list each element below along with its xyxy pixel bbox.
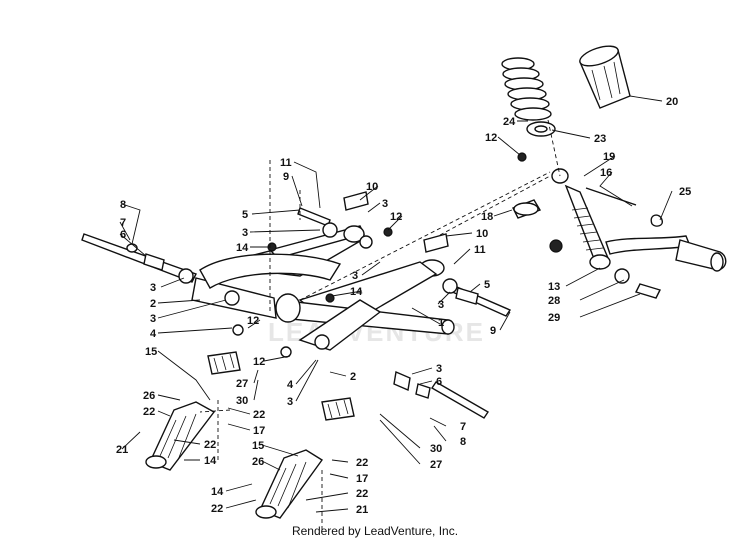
callout-3: 3	[352, 270, 358, 282]
callout-8: 8	[460, 436, 466, 448]
callout-10: 10	[366, 181, 378, 193]
callout-5: 5	[242, 209, 248, 221]
callout-2: 2	[350, 371, 356, 383]
callout-7: 7	[460, 421, 466, 433]
callout-9: 9	[490, 325, 496, 337]
callout-2: 2	[150, 298, 156, 310]
callout-26: 26	[143, 390, 155, 402]
callout-3: 3	[438, 299, 444, 311]
callout-1: 1	[438, 317, 444, 329]
callout-11: 11	[474, 244, 486, 256]
callout-15: 15	[252, 440, 264, 452]
callout-3: 3	[287, 396, 293, 408]
callout-12: 12	[247, 315, 259, 327]
callout-8: 8	[120, 199, 126, 211]
callout-12: 12	[390, 211, 402, 223]
callout-27: 27	[430, 459, 442, 471]
callout-6: 6	[120, 229, 126, 241]
callout-25: 25	[679, 186, 691, 198]
pivot-brackets	[343, 191, 449, 253]
callout-3: 3	[242, 227, 248, 239]
callout-27: 27	[236, 378, 248, 390]
callout-22: 22	[204, 439, 216, 451]
callout-14: 14	[211, 486, 224, 498]
spring-retainer	[526, 121, 556, 137]
bushings-and-spacers	[126, 222, 479, 399]
footrest-right	[255, 397, 355, 519]
callout-3: 3	[150, 282, 156, 294]
callout-12: 12	[485, 132, 497, 144]
callout-23: 23	[594, 133, 606, 145]
shock-body	[549, 168, 727, 299]
callout-5: 5	[484, 279, 490, 291]
callout-28: 28	[548, 295, 560, 307]
callout-30: 30	[430, 443, 442, 455]
leader-lines	[119, 95, 673, 513]
callout-29: 29	[548, 312, 560, 324]
assembly-line-shock	[199, 119, 561, 413]
callout-18: 18	[481, 211, 493, 223]
callout-22: 22	[356, 488, 368, 500]
callout-11: 11	[280, 157, 292, 169]
callout-22: 22	[253, 409, 265, 421]
callout-16: 16	[600, 167, 612, 179]
callout-13: 13	[548, 281, 560, 293]
callout-22: 22	[143, 406, 155, 418]
render-credit: Rendered by LeadVenture, Inc.	[291, 524, 459, 538]
callout-9: 9	[283, 171, 289, 183]
callout-14: 14	[204, 455, 217, 467]
callout-3: 3	[150, 313, 156, 325]
callout-24: 24	[503, 116, 516, 128]
callout-17: 17	[356, 473, 368, 485]
dust-boot	[579, 45, 631, 109]
callout-14: 14	[236, 242, 249, 254]
callout-22: 22	[211, 503, 223, 515]
callout-10: 10	[476, 228, 488, 240]
callout-21: 21	[356, 504, 368, 516]
callout-26: 26	[252, 456, 264, 468]
callout-20: 20	[666, 96, 678, 108]
callout-15: 15	[145, 346, 157, 358]
callout-12: 12	[253, 356, 265, 368]
callout-17: 17	[253, 425, 265, 437]
callout-7: 7	[120, 217, 126, 229]
callout-21: 21	[116, 444, 128, 456]
callout-4: 4	[287, 379, 294, 391]
spring-coil	[501, 57, 552, 121]
callout-3: 3	[382, 198, 388, 210]
callout-30: 30	[236, 395, 248, 407]
shock-hardware	[512, 152, 664, 227]
footrest-left	[145, 351, 241, 471]
callout-3: 3	[436, 363, 442, 375]
callout-19: 19	[603, 151, 615, 163]
callout-22: 22	[356, 457, 368, 469]
callout-4: 4	[150, 328, 157, 340]
callout-14: 14	[350, 286, 363, 298]
callout-6: 6	[436, 376, 442, 388]
assembly-line-upper	[217, 160, 551, 530]
